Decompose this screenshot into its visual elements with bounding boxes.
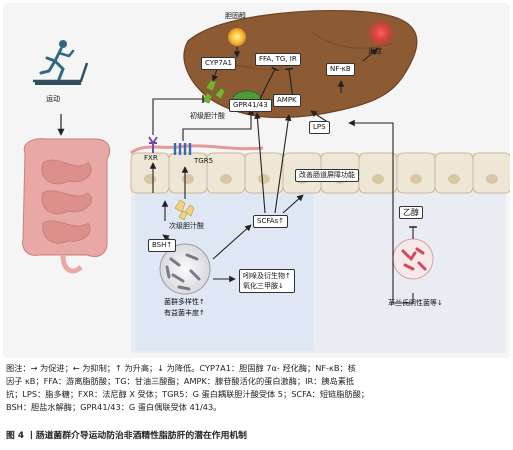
figure-caption: 图注：→ 为促进；← 为抑制；↑ 为升高；↓ 为降低。CYP7A1：胆固醇 7α…: [6, 362, 506, 414]
label-beneficial: 有益菌丰度↑: [164, 309, 205, 317]
label-gram-negative: 革兰氏阴性菌等↓: [388, 299, 443, 307]
caption-line-1: 图注：→ 为促进；← 为抑制；↑ 为升高；↓ 为降低。CYP7A1：胆固醇 7α…: [6, 363, 356, 373]
cholesterol-icon: [228, 28, 246, 46]
label-lipids: FFA, TG, IR: [255, 53, 301, 66]
label-fxr: FXR: [144, 154, 158, 162]
pathway-arrows: [149, 47, 417, 304]
figure-title: 图 4 丨肠道菌群介导运动防治非酒精性脂肪肝的潜在作用机制: [6, 431, 247, 441]
mechanism-diagram: 运动 胆固醇 CYP7A1 FFA, TG, IR NF-κB 炎症 初级胆汁酸…: [3, 3, 510, 358]
tgr5-receptor-icon: [173, 143, 192, 155]
label-nfkb: NF-κB: [326, 63, 355, 76]
label-primary-bile-acid: 初级胆汁酸: [190, 112, 225, 120]
label-cyp7a1: CYP7A1: [201, 57, 236, 70]
label-barrier: 改善肠道屏障功能: [295, 169, 359, 182]
primary-bile-acid-icon: [202, 79, 226, 104]
intestinal-epithelium: [130, 144, 510, 194]
intestine-illustration: [22, 138, 111, 274]
label-ampk: AMPK: [273, 94, 301, 107]
label-scfas: SCFAs↑: [253, 215, 289, 228]
label-bsh: BSH↑: [148, 239, 177, 252]
secondary-bile-acid-icon: [174, 199, 195, 221]
label-inflammation: 炎症: [368, 47, 382, 55]
caption-line-2: 因子 κB；FFA：游离脂肪酸；TG：甘油三酸酯；AMPK：腺苷酸活化的蛋白激酶…: [6, 376, 355, 386]
exercise-icon: [33, 40, 89, 85]
fxr-receptor-icon: [148, 136, 158, 153]
label-tgr5: TGR5: [194, 157, 214, 165]
beneficial-bacteria-icon: [159, 243, 211, 295]
caption-line-3: 抗；LPS：脂多糖；FXR：法尼醇 X 受体；TGR5：G 蛋白耦联胆汁酸受体 …: [6, 389, 369, 399]
inflammation-icon: [367, 19, 395, 47]
label-metabolites: 吲哚及衍生物↑ 氧化三甲胺↓: [239, 269, 295, 293]
gram-negative-bacteria-icon: [392, 238, 434, 280]
label-gpr4143: GPR41/43: [229, 99, 272, 112]
label-lps: LPS: [309, 121, 330, 134]
label-cholesterol: 胆固醇: [225, 12, 246, 20]
label-ethanol: 乙醇: [399, 206, 423, 219]
label-exercise: 运动: [46, 95, 60, 103]
label-diversity: 菌群多样性↑: [164, 298, 205, 306]
label-tmao: 氧化三甲胺↓: [243, 282, 284, 290]
label-indole: 吲哚及衍生物↑: [243, 272, 291, 280]
caption-line-4: BSH：胆盐水解酶；GPR41/43：G 蛋白偶联受体 41/43。: [6, 402, 222, 412]
label-secondary-bile-acid: 次级胆汁酸: [169, 222, 204, 230]
